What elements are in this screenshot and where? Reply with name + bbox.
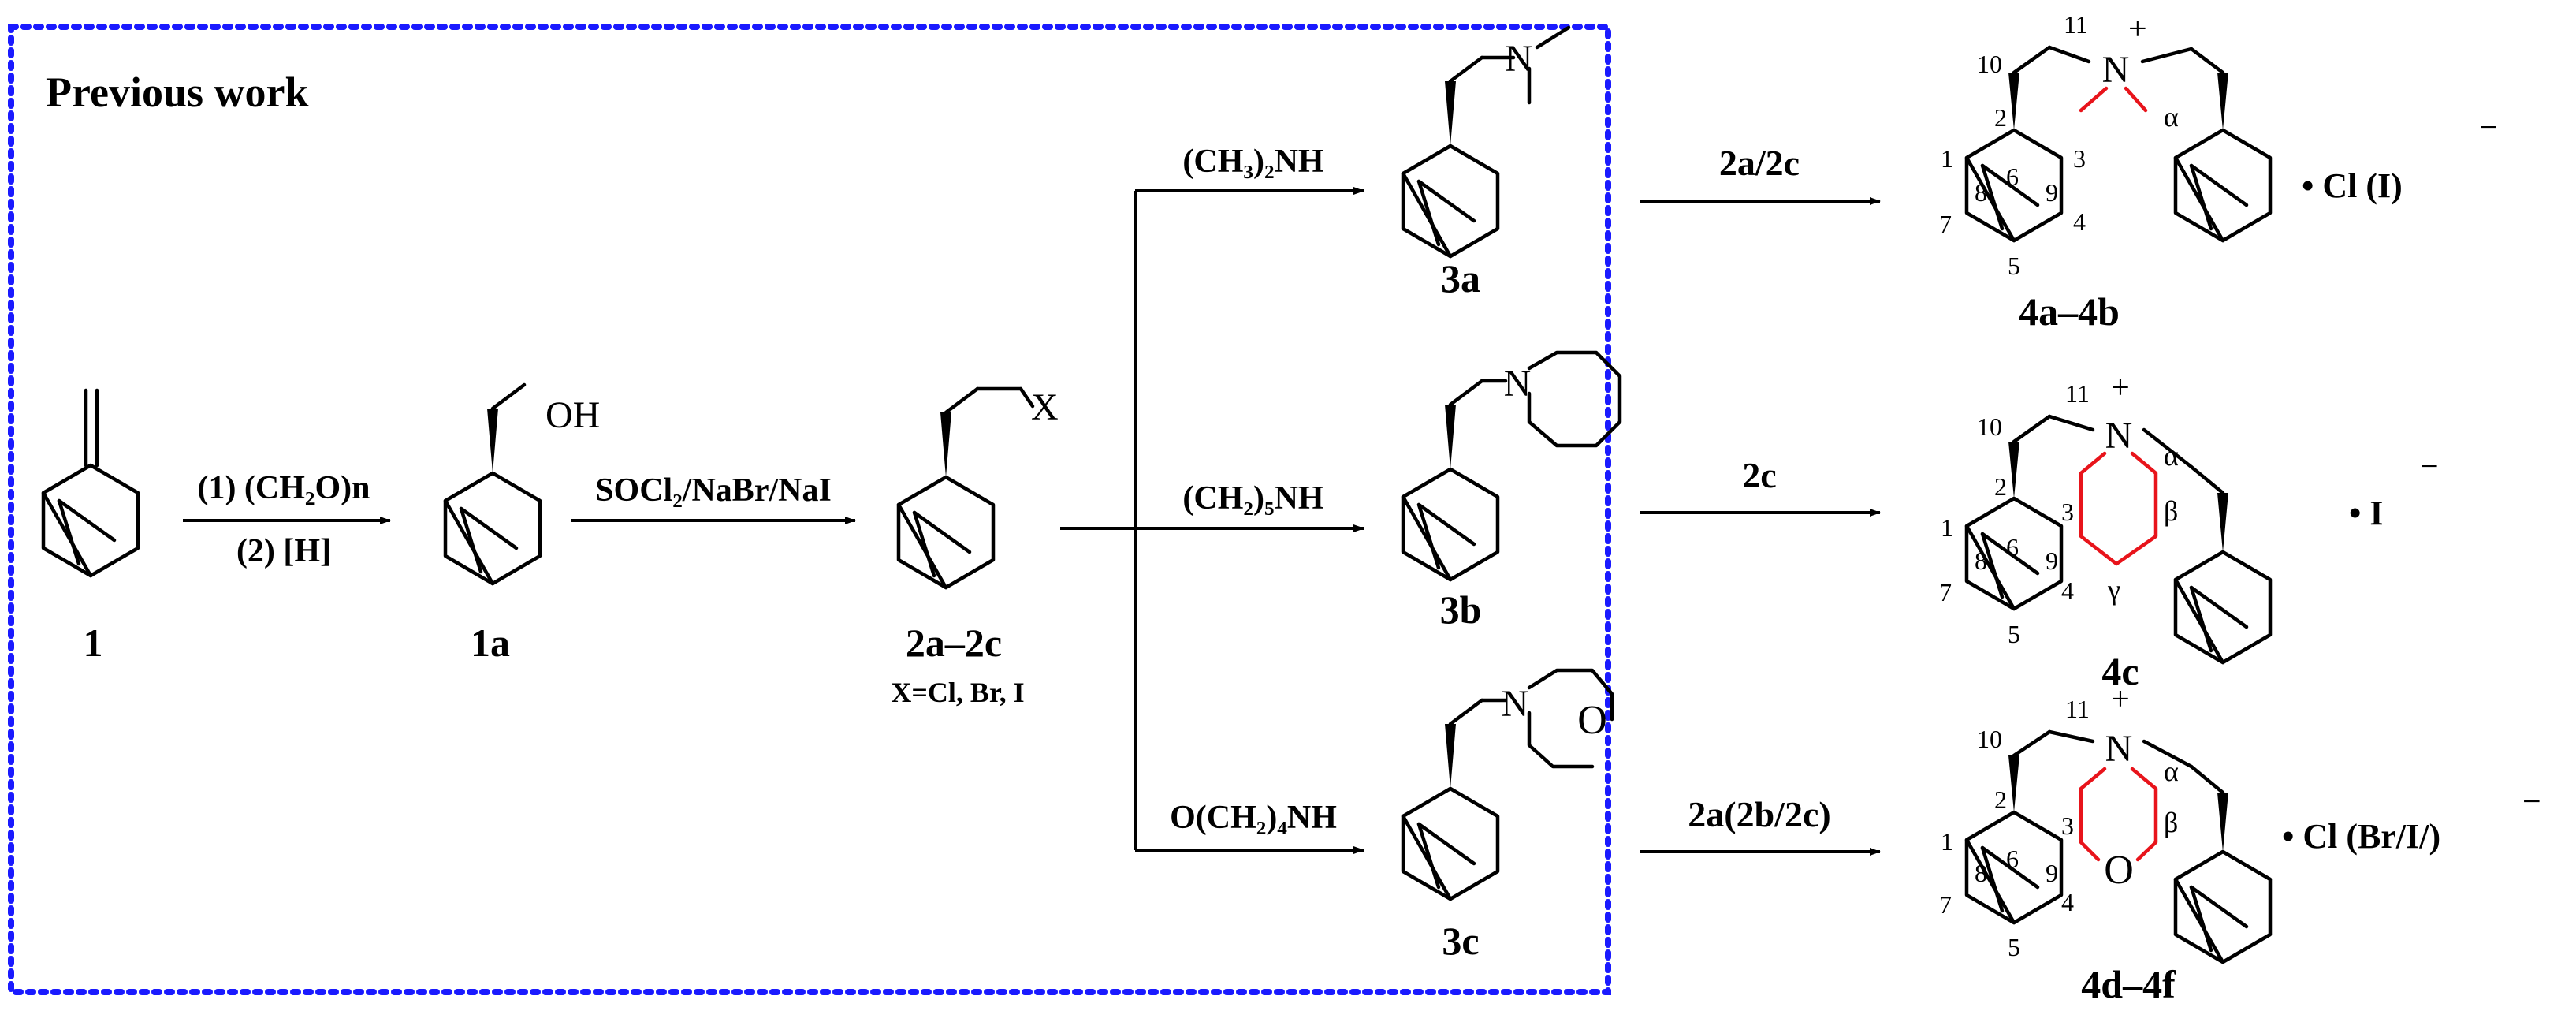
pos-gamma-4c: γ	[2107, 574, 2120, 606]
reagent-piperidine: (CH₂)₅NH	[1182, 480, 1323, 517]
counterion-4ab: • Cl (I)	[2302, 166, 2403, 205]
ether-o-3c: O	[1577, 698, 1607, 743]
pos-11-4ab: 11	[2064, 10, 2088, 39]
pos-6-4df: 6	[2006, 845, 2019, 873]
ammonium-n-4ab: N	[2102, 49, 2130, 91]
amine-n-3c: N	[1502, 683, 1529, 725]
compound-2-label: 2a–2c	[906, 621, 1002, 665]
hydroxyl-atom: OH	[545, 394, 600, 436]
halide-atom: X	[1031, 386, 1059, 428]
amine-n-3a: N	[1506, 38, 1533, 80]
pos-10-4c: 10	[1977, 412, 2002, 441]
ammonium-n-4df: N	[2105, 728, 2133, 770]
reagent-dimethylamine: (CH₃)₂NH	[1182, 144, 1323, 180]
pos-4-4df: 4	[2061, 888, 2074, 916]
previous-work-frame	[8, 24, 1611, 995]
pos-1-4df: 1	[1941, 827, 1953, 856]
pos-10-4df: 10	[1977, 725, 2002, 753]
reagent-step-2: SOCl₂/NaBr/NaI	[595, 472, 832, 509]
charge-minus-4c: −	[2420, 449, 2439, 485]
reagent-step-1-line2: (2) [H]	[236, 533, 331, 569]
compound-4c-structure	[1967, 414, 2270, 662]
pos-2-4ab: 2	[1994, 103, 2007, 132]
pos-8-4ab: 8	[1975, 178, 1987, 207]
pos-2-4df: 2	[1994, 785, 2007, 814]
compound-3a-label: 3a	[1441, 256, 1480, 300]
compound-4ab-label: 4a–4b	[2019, 289, 2120, 334]
pos-alpha-4ab: α	[2164, 101, 2179, 132]
pos-4-4c: 4	[2061, 576, 2074, 605]
charge-plus-4df: +	[2111, 681, 2130, 718]
pos-3-4df: 3	[2061, 811, 2074, 840]
compound-3c-structure	[1403, 668, 1614, 899]
charge-plus-4ab: +	[2128, 11, 2147, 47]
counterion-4c: • I	[2349, 494, 2384, 532]
pos-1-4ab: 1	[1941, 144, 1953, 173]
compound-2-structure	[899, 386, 1035, 588]
compound-4ab-structure	[1967, 45, 2270, 241]
compound-4df-label: 4d–4f	[2081, 962, 2176, 1006]
pos-5-4c: 5	[2008, 620, 2020, 648]
pos-4-4ab: 4	[2073, 207, 2086, 236]
compound-2-note: X=Cl, Br, I	[891, 677, 1024, 708]
pos-2-4c: 2	[1994, 472, 2007, 501]
amine-n-3b: N	[1504, 363, 1532, 405]
pos-5-4ab: 5	[2008, 252, 2020, 280]
charge-minus-4df: −	[2522, 784, 2541, 820]
previous-work-title: Previous work	[46, 69, 309, 116]
compound-3a-structure	[1403, 25, 1571, 256]
pos-3-4ab: 3	[2073, 144, 2086, 173]
reagent-4d: 2a(2b/2c)	[1688, 794, 1830, 834]
pos-beta-4df: β	[2164, 807, 2178, 838]
ammonium-n-4c: N	[2105, 415, 2133, 457]
pos-9-4ab: 9	[2046, 178, 2058, 207]
reagent-step-1-line1: (1) (CH₂O)n	[197, 470, 370, 506]
pos-alpha-4c: α	[2164, 440, 2179, 472]
pos-10-4ab: 10	[1977, 50, 2002, 78]
compound-1a-structure	[445, 385, 540, 584]
reagent-4c: 2c	[1742, 455, 1776, 495]
pos-11-4df: 11	[2065, 695, 2090, 723]
compound-4c-label: 4c	[2101, 649, 2139, 693]
compound-1a-label: 1a	[471, 621, 510, 665]
reagent-morpholine: O(CH₂)₄NH	[1170, 800, 1337, 836]
charge-plus-4c: +	[2111, 370, 2130, 406]
ether-o-4df: O	[2104, 848, 2134, 893]
compound-4df-structure	[1967, 729, 2270, 962]
pos-7-4c: 7	[1939, 578, 1952, 606]
pos-5-4df: 5	[2008, 933, 2020, 961]
pos-3-4c: 3	[2061, 498, 2074, 526]
pos-7-4df: 7	[1939, 890, 1952, 919]
pos-7-4ab: 7	[1939, 210, 1952, 238]
compound-3b-structure	[1403, 350, 1622, 580]
pos-1-4c: 1	[1941, 513, 1953, 542]
compound-3c-label: 3c	[1442, 919, 1479, 963]
pos-6-4ab: 6	[2006, 162, 2019, 191]
pos-9-4c: 9	[2046, 547, 2058, 575]
pos-8-4df: 8	[1975, 859, 1987, 887]
pos-alpha-4df: α	[2164, 755, 2179, 787]
compound-1-label: 1	[84, 621, 103, 665]
reagent-4a: 2a/2c	[1719, 143, 1800, 183]
compound-1-structure	[43, 388, 138, 576]
pos-9-4df: 9	[2046, 859, 2058, 887]
counterion-4df: • Cl (Br/I/)	[2282, 817, 2440, 856]
charge-minus-4ab: −	[2479, 110, 2498, 146]
pos-8-4c: 8	[1975, 547, 1987, 575]
compound-3b-label: 3b	[1440, 588, 1482, 632]
pos-11-4c: 11	[2065, 379, 2090, 408]
pos-beta-4c: β	[2164, 495, 2178, 527]
branch-connector	[1060, 187, 1364, 854]
pos-6-4c: 6	[2006, 533, 2019, 561]
